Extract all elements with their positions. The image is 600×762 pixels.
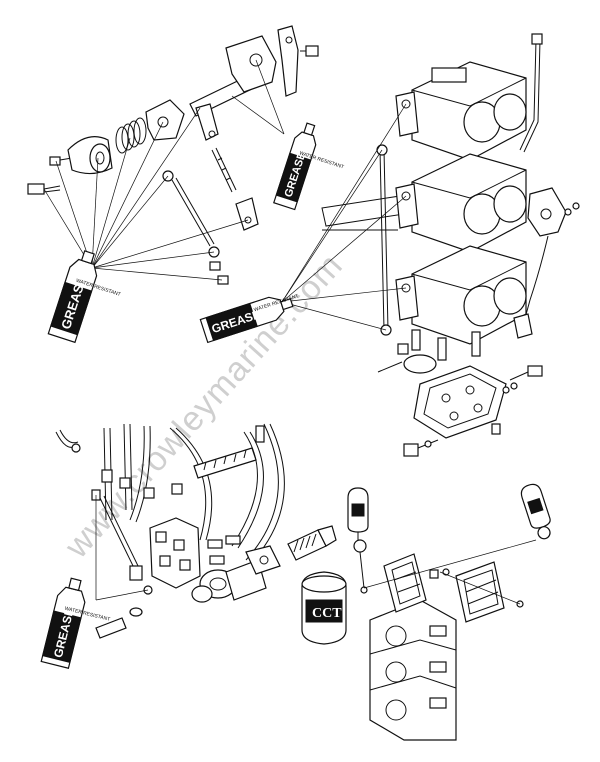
grease-leader-lines: [43, 59, 285, 281]
throttle-shaft-part: [189, 35, 277, 117]
key-fob-1: [347, 487, 369, 594]
coil-spring-part: [115, 117, 147, 154]
reed-valve-1: [383, 553, 439, 613]
link-arm-part: [195, 103, 219, 141]
grease-tube-2: GREASE WATER RESISTANT: [47, 250, 121, 344]
washer-pin-part: [95, 607, 143, 639]
distribution-manifold-part: [149, 517, 201, 589]
throttle-sensor-part: [513, 187, 580, 339]
small-fittings-part: [209, 261, 229, 285]
ball-joint-rod-part: [162, 170, 220, 258]
plate-screws-part: [491, 365, 543, 435]
carburetor-middle: [395, 153, 527, 253]
throttle-linkage-assembly: [27, 25, 319, 285]
lower-link-part: [235, 197, 259, 231]
oil-pump-assembly: [191, 525, 337, 603]
fuel-hose-assembly: [55, 423, 285, 639]
grease-tube-4: GREASE WATER RESISTANT: [40, 577, 111, 669]
key-leader-line: [363, 539, 537, 589]
float-bowl-part: [377, 343, 437, 374]
pulley-part: [67, 136, 113, 175]
threaded-rod-part: [211, 147, 237, 193]
intake-plate-part: [413, 365, 507, 439]
key-fob-2: [520, 483, 551, 540]
mounting-bracket-part: [277, 25, 319, 97]
oil-can: CCT: [301, 571, 347, 645]
fuel-pipe-part: [519, 33, 543, 153]
carburetor-bottom: [395, 245, 527, 345]
oil-can-label: CCT: [312, 606, 342, 621]
plate-bolt-part: [403, 439, 439, 457]
carburetor-top: [395, 61, 527, 161]
grease-tube-1: GREASE WATER RESISTANT: [273, 122, 345, 211]
reed-leader-line: [439, 571, 521, 605]
grease-tube-3: GREASE WATER RESISTANT: [199, 293, 299, 344]
carburetor-stack: [281, 33, 580, 457]
jets-and-bolts-part: [411, 329, 481, 361]
drive-gear-part: [287, 525, 337, 561]
crankcase-block: [369, 599, 457, 741]
watermark-text: www.crowleymarine.com: [57, 246, 350, 566]
carb-grease-leader-lines: [281, 103, 407, 331]
cam-lever-part: [145, 99, 185, 141]
reed-valve-2: [442, 561, 524, 623]
screw-part: [49, 156, 73, 166]
